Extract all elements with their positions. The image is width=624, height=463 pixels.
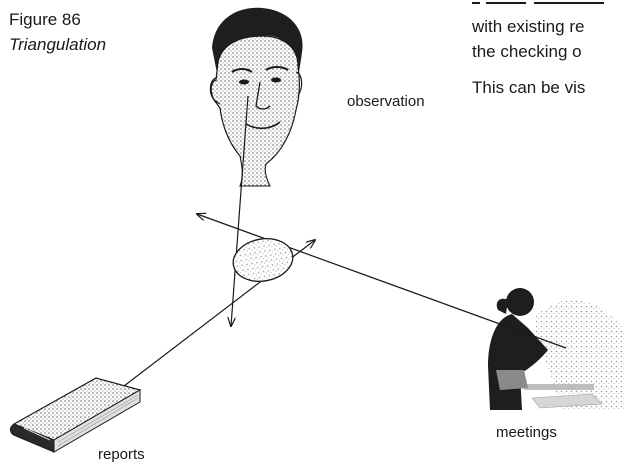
label-reports: reports bbox=[98, 446, 145, 463]
face-illustration bbox=[209, 7, 303, 187]
book-illustration bbox=[9, 377, 142, 453]
observation-line bbox=[231, 95, 249, 326]
label-observation: observation bbox=[347, 93, 425, 110]
label-meetings: meetings bbox=[496, 424, 557, 441]
body-text-line-2: the checking o bbox=[472, 42, 582, 61]
body-text-line-3: This can be vis bbox=[472, 78, 586, 97]
figure-number: Figure 86 bbox=[9, 10, 81, 29]
figure-caption: Figure 86 Triangulation bbox=[9, 7, 106, 57]
figure-title: Triangulation bbox=[9, 35, 107, 54]
cropped-text-fragment bbox=[472, 2, 604, 4]
body-text-line-top bbox=[472, 0, 622, 16]
body-text-line-1: with existing re bbox=[472, 17, 585, 36]
meetings-line bbox=[197, 214, 567, 349]
meeting-silhouettes-illustration bbox=[488, 288, 624, 410]
triangulation-focus-ellipse bbox=[232, 238, 294, 282]
